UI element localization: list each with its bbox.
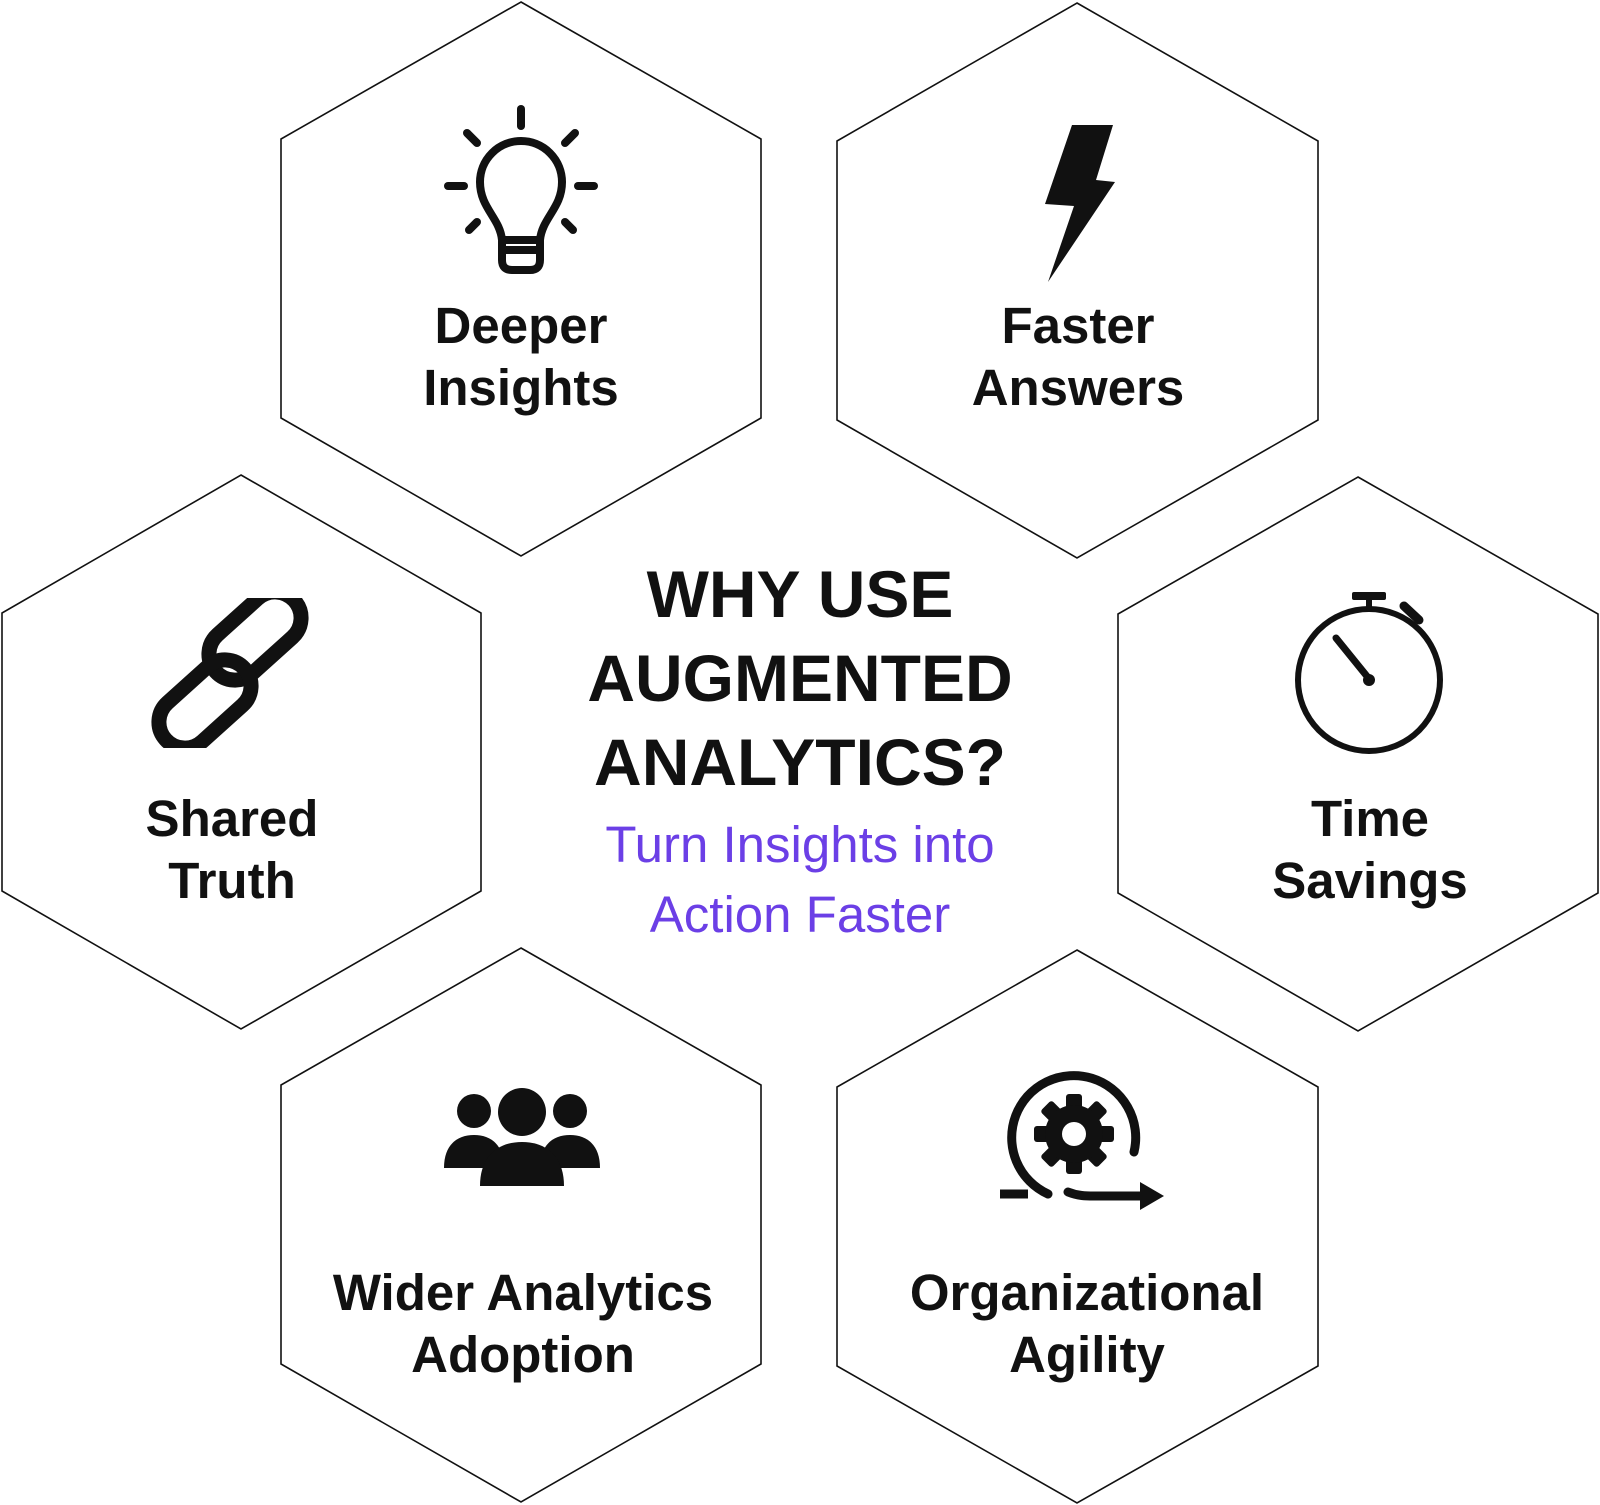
title-line: WHY USE [646,557,954,631]
title-line: AUGMENTED [587,641,1013,715]
label-line: Deeper [434,297,608,354]
label-line: Shared [145,790,319,847]
lightbulb-icon [444,105,598,274]
label-line: Truth [168,852,296,909]
label-shared-truth: Shared Truth [22,788,442,912]
label-line: Answers [971,359,1185,416]
lightning-bolt-icon [1045,125,1115,282]
hexagon-organizational-agility [836,949,1319,1504]
hexagon-faster-answers [836,2,1319,559]
subtitle-line: Action Faster [649,886,951,943]
label-wider-analytics-adoption: Wider Analytics Adoption [313,1262,733,1386]
label-line: Savings [1272,852,1468,909]
hexagon-deeper-insights [280,1,762,557]
label-time-savings: Time Savings [1160,788,1580,912]
label-line: Wider Analytics [332,1264,714,1321]
gear-cycle-icon [1000,1071,1164,1210]
stopwatch-icon [1295,592,1443,754]
title-line: ANALYTICS? [594,725,1006,799]
label-line: Insights [423,359,619,416]
label-line: Agility [1009,1326,1165,1383]
label-faster-answers: Faster Answers [868,295,1288,419]
label-organizational-agility: Organizational Agility [877,1262,1297,1386]
center-subtitle: Turn Insights into Action Faster [540,810,1060,950]
hexagon-wider-analytics-adoption [280,947,762,1503]
center-title: WHY USE AUGMENTED ANALYTICS? [520,552,1080,804]
label-line: Organizational [909,1264,1265,1321]
hexagon-shared-truth [1,474,482,1030]
label-line: Adoption [411,1326,635,1383]
subtitle-line: Turn Insights into [605,816,995,873]
chain-link-icon [151,598,309,748]
people-group-icon [444,1088,600,1186]
label-line: Faster [1001,297,1155,354]
label-line: Time [1310,790,1430,847]
hexagon-time-savings [1117,476,1599,1032]
label-deeper-insights: Deeper Insights [311,295,731,419]
